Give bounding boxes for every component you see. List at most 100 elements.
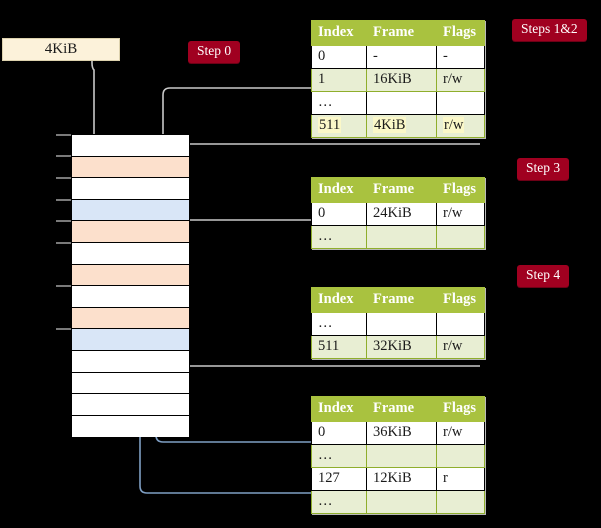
allocation-request-label: 4KiB — [44, 41, 78, 57]
cell-frame: 4KiB — [366, 114, 437, 138]
memory-tick — [56, 328, 71, 330]
memory-frame-row — [72, 221, 189, 243]
cell-frame — [366, 312, 437, 336]
table-header-row: Index Frame Flags — [311, 177, 485, 203]
cell-flags — [436, 444, 485, 468]
cell-frame — [366, 444, 437, 468]
memory-frame-row — [72, 242, 189, 265]
table-header-row: Index Frame Flags — [311, 287, 485, 313]
cell-index: 0 — [311, 45, 367, 69]
cell-index: 127 — [311, 467, 367, 491]
memory-frame-row — [72, 199, 189, 222]
step-badge-4: Step 4 — [517, 265, 570, 287]
cell-flags: r/w — [436, 68, 485, 92]
cell-flags: r — [436, 467, 485, 491]
cell-frame — [366, 225, 437, 249]
cell-index: … — [311, 225, 367, 249]
cell-flags — [436, 91, 485, 115]
column-header-index: Index — [311, 177, 367, 203]
table-row: … — [311, 91, 485, 115]
wire-level1-511-to-memory — [174, 143, 480, 154]
memory-frame-row — [72, 394, 189, 416]
table-row: … — [311, 490, 485, 514]
column-header-flags: Flags — [436, 396, 485, 422]
table-row: 511 4KiB r/w — [311, 114, 485, 138]
memory-tick — [56, 177, 71, 179]
column-header-frame: Frame — [366, 177, 437, 203]
cell-frame: 24KiB — [366, 202, 437, 226]
cell-frame: 32KiB — [366, 335, 437, 359]
memory-frame-row — [72, 156, 189, 179]
cell-index: … — [311, 444, 367, 468]
column-header-flags: Flags — [436, 20, 485, 46]
table-row: 0-- — [311, 45, 485, 69]
highlight-span: 4KiB — [373, 117, 407, 133]
memory-tick — [56, 155, 71, 157]
table-row: … — [311, 444, 485, 468]
cell-flags: r/w — [436, 335, 485, 359]
allocation-request-box: 4KiB — [2, 38, 120, 61]
cell-index: 0 — [311, 202, 367, 226]
cell-index: … — [311, 312, 367, 336]
cell-frame — [366, 490, 437, 514]
cell-flags: r/w — [436, 114, 485, 138]
highlight-span: 511 — [318, 117, 342, 133]
memory-tick — [56, 285, 71, 287]
column-header-frame: Frame — [366, 396, 437, 422]
memory-frame-row — [72, 264, 189, 287]
column-header-index: Index — [311, 396, 367, 422]
column-header-flags: Flags — [436, 287, 485, 313]
memory-frame-row — [72, 135, 189, 157]
memory-frame-row — [72, 307, 189, 330]
memory-tick — [56, 199, 71, 201]
table-header-row: Index Frame Flags — [311, 20, 485, 46]
cell-frame: 16KiB — [366, 68, 437, 92]
cell-index: … — [311, 490, 367, 514]
cell-index: 0 — [311, 421, 367, 445]
column-header-index: Index — [311, 287, 367, 313]
memory-frame-row — [72, 178, 189, 200]
cell-flags: - — [436, 45, 485, 69]
cell-flags — [436, 225, 485, 249]
column-header-flags: Flags — [436, 177, 485, 203]
memory-frame-row — [72, 415, 189, 438]
memory-tick — [56, 220, 71, 222]
memory-tick — [56, 242, 71, 244]
table-row: … — [311, 225, 485, 249]
step-badge-3: Step 3 — [517, 158, 570, 180]
memory-frame-row — [72, 286, 189, 308]
memory-frame-row — [72, 372, 189, 395]
memory-frame-row — [72, 350, 189, 373]
cell-frame: 36KiB — [366, 421, 437, 445]
cell-frame: - — [366, 45, 437, 69]
cell-index: 1 — [311, 68, 367, 92]
memory-tick — [56, 134, 71, 136]
cell-flags — [436, 312, 485, 336]
column-header-frame: Frame — [366, 20, 437, 46]
cell-index: … — [311, 91, 367, 115]
highlight-span: r/w — [443, 117, 465, 133]
cell-index: 511 — [311, 114, 367, 138]
cell-index: 511 — [311, 335, 367, 359]
column-header-index: Index — [311, 20, 367, 46]
table-row: … — [311, 312, 485, 336]
cell-frame: 12KiB — [366, 467, 437, 491]
step-badge-1-2: Steps 1&2 — [512, 19, 587, 41]
cell-frame — [366, 91, 437, 115]
memory-frame-row — [72, 329, 189, 351]
step-badge-0: Step 0 — [188, 41, 241, 63]
table-header-row: Index Frame Flags — [311, 396, 485, 422]
cell-flags: r/w — [436, 202, 485, 226]
physical-memory-column — [71, 134, 190, 438]
cell-flags — [436, 490, 485, 514]
column-header-frame: Frame — [366, 287, 437, 313]
